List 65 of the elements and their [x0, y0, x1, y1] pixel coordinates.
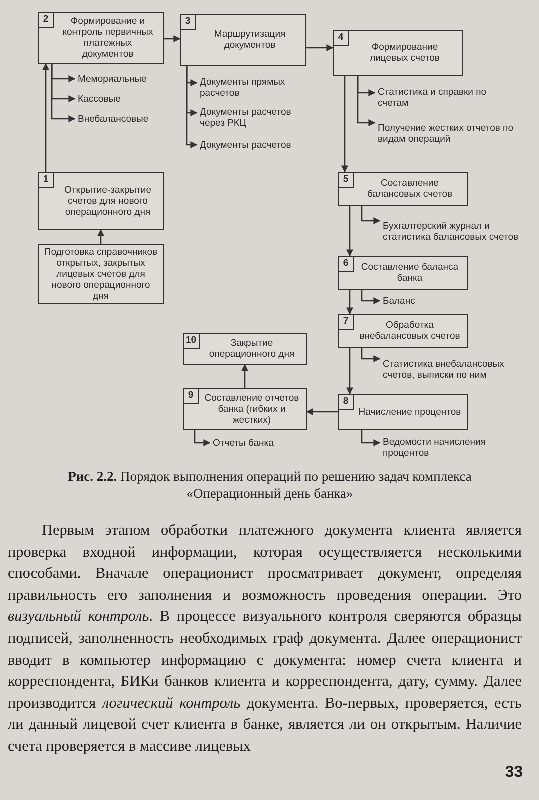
output-label: Статистика внебалансовых счетов, выписки по ним	[383, 359, 506, 381]
process-box	[338, 394, 468, 430]
box-label: Закрытие операционного дня	[208, 338, 296, 360]
arrow	[346, 290, 354, 315]
box-label: Подготовка справочников открытых, закрытых лицевых счетов для нового операционного дня	[43, 246, 159, 302]
arrow	[357, 76, 376, 126]
body-paragraph: Первым этапом обработки платежного документа клиента является проверка входной информации, которая осуществляется несколькими способами. Вначале операционист просматривает документ, определяя правильность его заполнения и возможность проведения операции. Это визуальный контроль. В процессе визуального контроля сверяются образцы подписей, заполненность необходимых граф документа. Далее операционист вводит в компьютер информацию с документа: номер счета клиента и корреспондента, БИКи банков клиента и корреспондента, дату, сумму. Далее производится логический контроль документа. Во-первых, проверяется, есть ли данный лицевой счет клиента в банке, является ли он открытым. Наличие счета проверяется в массиве лицевых	[8, 521, 522, 757]
process-box	[180, 14, 306, 66]
page-number: 33	[505, 764, 523, 782]
output-label: Отчеты банка	[213, 438, 274, 448]
arrow	[361, 206, 381, 224]
output-label: Статистика и справки по счетам	[378, 87, 488, 109]
output-label: Мемориальные	[78, 74, 147, 84]
output-label: Получение жестких отчетов по видам операций	[378, 123, 514, 145]
box-label: Открытие-закрытие счетов для нового операционного дня	[64, 184, 152, 218]
process-box	[338, 314, 468, 348]
box-label: Начисление процентов	[358, 406, 462, 418]
arrow	[361, 430, 381, 446]
step-number: 1	[39, 173, 54, 188]
box-label: Составление баланса банка	[360, 262, 460, 284]
arrow	[346, 348, 354, 395]
process-box	[38, 172, 164, 230]
arrow	[42, 63, 50, 172]
step-number: 2	[39, 13, 54, 28]
output-label: Внебалансовые	[78, 114, 149, 124]
step-number: 5	[339, 173, 354, 188]
process-box	[183, 333, 307, 365]
output-label: Документы расчетов через РКЦ	[200, 107, 292, 129]
arrow	[306, 408, 338, 416]
arrow	[361, 348, 381, 362]
process-box	[338, 172, 468, 206]
arrow	[186, 66, 198, 148]
step-number: 9	[184, 389, 199, 404]
arrow	[51, 64, 76, 122]
arrow	[194, 430, 211, 446]
process-box	[183, 388, 307, 430]
box-label: Формирование лицевых счетов	[369, 42, 441, 64]
process-box	[38, 12, 164, 64]
arrow	[346, 206, 354, 257]
arrow	[98, 229, 104, 244]
box-label: Формирование и контроль первичных платежных документов	[62, 16, 154, 60]
output-label: Кассовые	[78, 94, 121, 104]
process-box	[338, 256, 468, 290]
step-number: 4	[334, 31, 349, 46]
output-label: Документы расчетов	[200, 140, 292, 150]
output-label: Документы прямых расчетов	[200, 77, 286, 99]
arrow	[361, 290, 381, 304]
step-number: 3	[181, 15, 196, 30]
arrow	[164, 36, 181, 42]
step-number: 8	[339, 395, 354, 410]
arrow	[306, 44, 334, 52]
output-label: Ведомости начисления процентов	[383, 437, 487, 459]
step-number: 6	[339, 257, 354, 272]
box-label: Маршрутизация документов	[213, 29, 287, 51]
step-number: 7	[339, 315, 354, 330]
arrow	[242, 364, 248, 388]
process-box	[333, 30, 463, 76]
arrow	[342, 76, 348, 173]
output-label: Бухгалтерский журнал и статистика балансовых счетов	[383, 221, 520, 243]
box-label: Обработка внебалансовых счетов	[358, 320, 462, 342]
step-number: 10	[184, 334, 200, 349]
box-label: Составление балансовых счетов	[366, 178, 454, 200]
box-label: Составление отчетов банка (гибких и жестких)	[204, 392, 300, 426]
output-label: Баланс	[383, 296, 416, 306]
figure-caption: Рис. 2.2. Порядок выполнения операций по решению задач комплекса «Операционный день банка»	[67, 468, 473, 502]
